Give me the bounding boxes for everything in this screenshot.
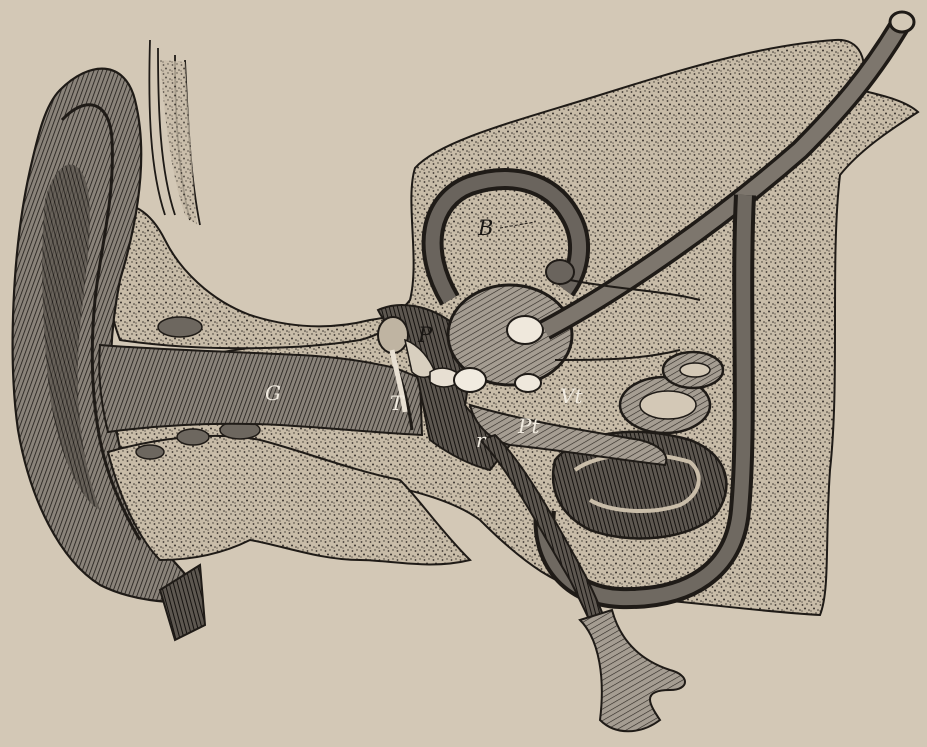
utricle: [507, 316, 543, 344]
saccule: [515, 374, 541, 392]
scalp-fill: [160, 60, 197, 225]
cartilage-oval-4: [136, 445, 164, 459]
label-r: r: [476, 428, 487, 452]
cochlea-loop-2-core: [680, 363, 710, 377]
label-o: o: [468, 369, 480, 393]
ampulla: [546, 260, 574, 284]
cochlea-loop-1-core: [640, 391, 696, 419]
label-T: T: [390, 391, 405, 415]
label-Pt: Pt: [517, 414, 540, 438]
eustachian-tube-opening: [580, 610, 685, 731]
label-G: G: [265, 381, 281, 405]
nerve-end: [890, 12, 914, 32]
label-P: P: [417, 323, 433, 347]
upper-bone-wedge: [105, 204, 405, 348]
cartilage-oval-1: [158, 317, 202, 337]
label-B: B: [477, 216, 493, 240]
label-Vt: Vt: [560, 384, 583, 408]
cartilage-oval-2: [177, 429, 209, 445]
malleus-head: [378, 317, 408, 353]
